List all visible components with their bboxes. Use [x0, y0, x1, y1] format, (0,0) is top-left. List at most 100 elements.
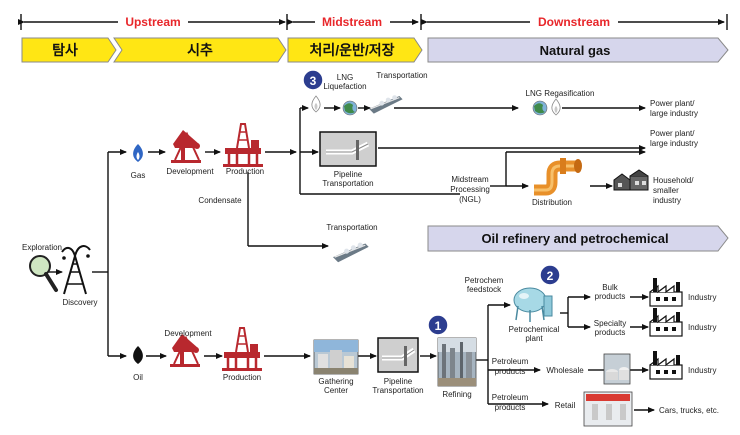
household-label-1: Household/	[653, 176, 694, 185]
downstream-title: Downstream	[538, 15, 610, 29]
gusher-derrick-icon	[61, 245, 91, 295]
banner-oil-refinery-label: Oil refinery and petrochemical	[481, 231, 668, 246]
badge-3: 3	[302, 69, 324, 91]
retail-label: Retail	[555, 401, 576, 410]
midstream-processing-label-1: Midstream	[451, 175, 489, 184]
condensate-tanker-icon	[332, 242, 370, 263]
banner-midstream	[287, 37, 423, 63]
bulk-products-label-1: Bulk	[602, 283, 619, 292]
oil-pumpjack-icon	[169, 333, 201, 368]
magnifier-icon	[29, 255, 58, 292]
midstream-title: Midstream	[322, 15, 382, 29]
lng-liquefaction-label-2: Liquefaction	[323, 82, 366, 91]
gas-production-label: Production	[226, 167, 264, 176]
power-plant-1-label-b: large industry	[650, 109, 698, 118]
petrochem-feedstock-label-1: Petrochem	[465, 276, 504, 285]
exploration-label: Exploration	[22, 243, 62, 252]
label-mask	[118, 13, 188, 29]
banner-exploration	[21, 37, 117, 63]
oil-label: Oil	[133, 373, 143, 382]
wholesale-label: Wholesale	[546, 366, 584, 375]
oil-pipeline-label-1: Pipeline	[384, 377, 413, 386]
oil-rig-icon	[220, 326, 264, 373]
midstream-processing-label-3: (NGL)	[459, 195, 481, 204]
section-upstream: Upstream	[18, 13, 288, 30]
industry-label-1: Industry	[688, 293, 716, 302]
distribution-label: Distribution	[532, 198, 572, 207]
oil-pipeline-label-2: Transportation	[372, 386, 423, 395]
cars-trucks-label: Cars, trucks, etc.	[659, 406, 719, 415]
lng-liquefaction-label-1: LNG	[337, 73, 353, 82]
industry-label-3: Industry	[688, 366, 716, 375]
household-label-3: industry	[653, 196, 681, 205]
oil-drop-icon	[133, 346, 143, 364]
factory-icon	[649, 307, 683, 337]
petrochem-feedstock-label-2: feedstock	[467, 285, 502, 294]
globe-icon	[532, 100, 548, 116]
banner-oil-refinery	[427, 225, 729, 252]
lng-flame-icon	[311, 95, 321, 113]
oil-production-label: Production	[223, 373, 261, 382]
refinery-photo	[437, 337, 477, 387]
industry-label-2: Industry	[688, 323, 716, 332]
petroleum-products-wholesale-label-2: products	[495, 367, 526, 376]
discovery-label: Discovery	[62, 298, 97, 307]
gas-flame-icon	[133, 144, 143, 162]
power-plant-2-label-b: large industry	[650, 139, 698, 148]
regas-flame-icon	[551, 98, 561, 116]
globe-icon	[342, 100, 358, 116]
banner-drilling-label: 시추	[187, 42, 213, 58]
gathering-center-label-1: Gathering	[318, 377, 353, 386]
badge-2-number: 2	[547, 269, 554, 283]
section-midstream: Midstream	[287, 13, 422, 30]
oil-pipeline-box	[377, 337, 419, 373]
gas-pipeline-box	[319, 131, 377, 167]
petrochemical-plant-label-1: Petrochemical	[509, 325, 560, 334]
section-downstream: Downstream	[421, 13, 728, 30]
bulk-products-label-2: products	[595, 292, 626, 301]
specialty-products-label-1: Specialty	[594, 319, 626, 328]
petroleum-products-wholesale-label-1: Petroleum	[492, 357, 529, 366]
flow-connectors	[48, 105, 655, 413]
power-plant-1-label-a: Power plant/	[650, 99, 695, 108]
condensate-transportation-label: Transportation	[326, 223, 377, 232]
badge-3-number: 3	[310, 74, 317, 88]
lng-tanker-icon	[368, 94, 404, 115]
gathering-center-photo	[313, 339, 359, 375]
gathering-center-label-2: Center	[324, 386, 348, 395]
label-mask	[530, 13, 618, 29]
petroleum-products-retail-label-1: Petroleum	[492, 393, 529, 402]
banner-natural-gas	[427, 37, 729, 63]
storage-tanks-photo	[603, 353, 631, 385]
gas-station-photo	[583, 391, 633, 427]
badge-1-number: 1	[435, 319, 442, 333]
lng-regasification-label: LNG Regasification	[526, 89, 595, 98]
gas-pipeline-label-1: Pipeline	[334, 170, 363, 179]
gas-label: Gas	[131, 171, 146, 180]
refining-label: Refining	[442, 390, 471, 399]
petrochemical-plant-label-2: plant	[525, 334, 543, 343]
lng-transportation-label: Transportation	[376, 71, 427, 80]
gas-development-label: Development	[166, 167, 214, 176]
household-icon	[613, 169, 649, 191]
factory-icon	[649, 277, 683, 307]
condensate-label: Condensate	[198, 196, 242, 205]
household-label-2: smaller	[653, 186, 679, 195]
factory-icon	[649, 350, 683, 380]
badge-1: 1	[427, 314, 449, 336]
banner-midstream-label: 처리/운반/저장	[309, 42, 394, 58]
midstream-processing-label-2: Processing	[450, 185, 490, 194]
upstream-title: Upstream	[125, 15, 180, 29]
pumpjack-icon	[170, 129, 202, 164]
distribution-pipe-icon	[534, 158, 582, 196]
oil-development-label: Development	[164, 329, 212, 338]
offshore-rig-icon	[221, 122, 265, 169]
power-plant-2-label-a: Power plant/	[650, 129, 695, 138]
petrochemical-plant-icon	[513, 287, 553, 322]
gas-pipeline-label-2: Transportation	[322, 179, 373, 188]
specialty-products-label-2: products	[595, 328, 626, 337]
banner-exploration-label: 탐사	[52, 42, 78, 58]
banner-drilling	[113, 37, 287, 63]
banner-natural-gas-label: Natural gas	[540, 43, 611, 58]
